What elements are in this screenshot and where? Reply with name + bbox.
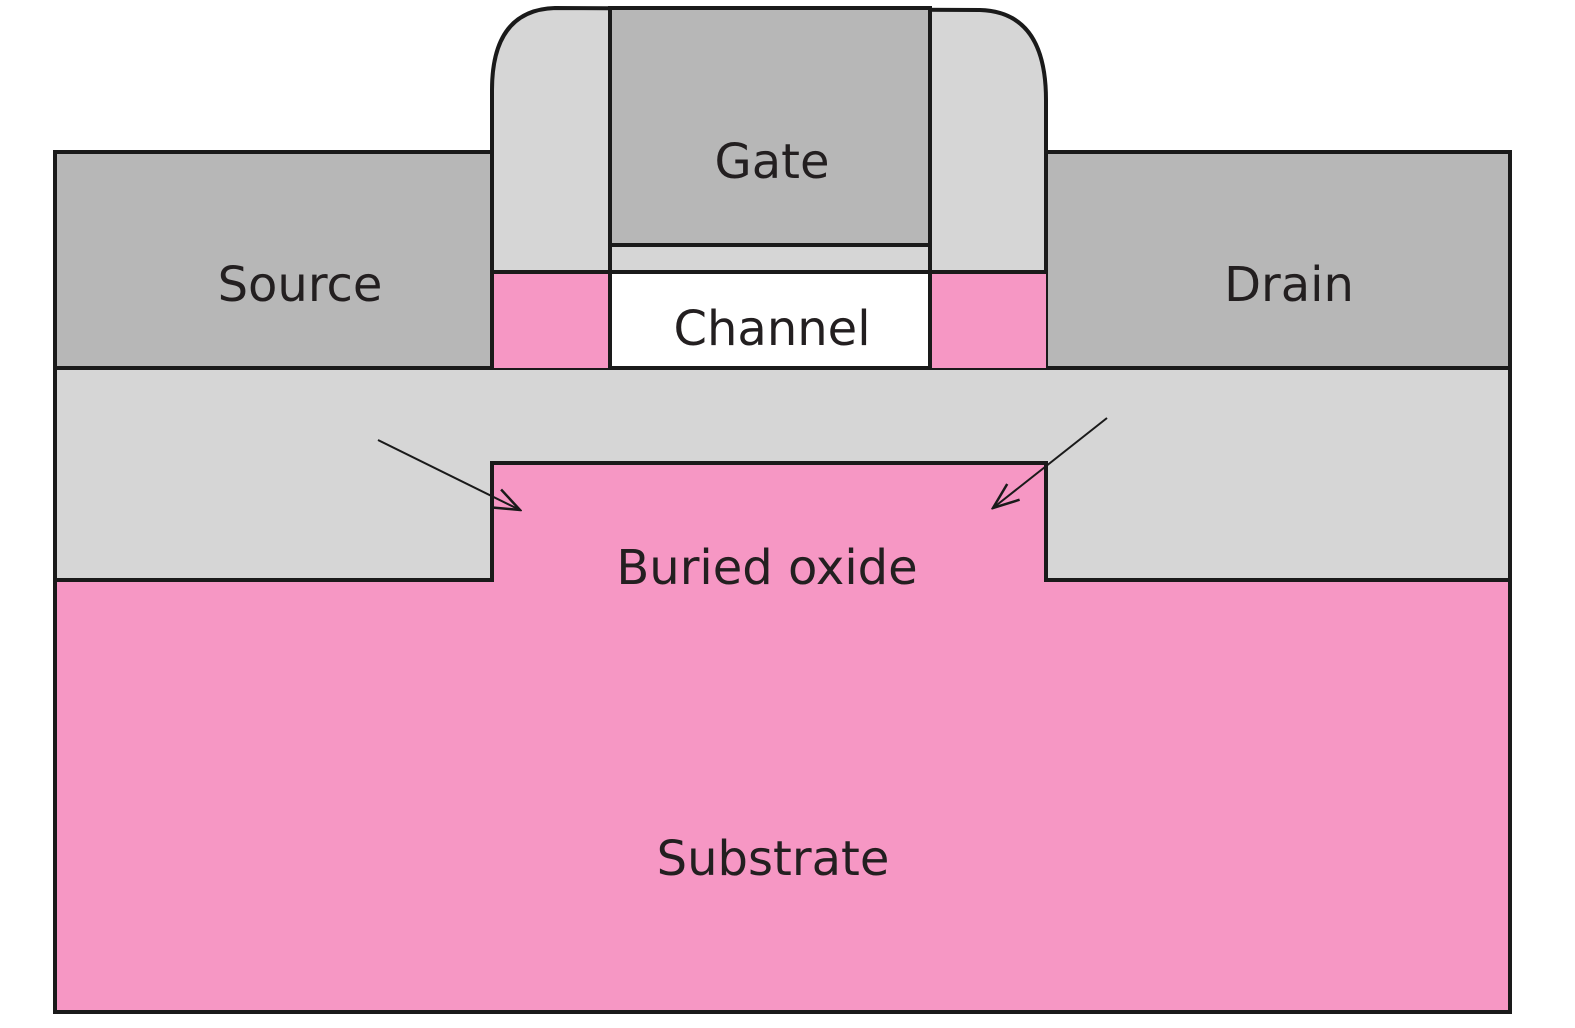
- drain-region: [1044, 150, 1512, 370]
- buried-oxide-label: Buried oxide: [616, 540, 917, 596]
- buried-oxide-step: [494, 465, 1044, 585]
- substrate-region: [53, 578, 1512, 1014]
- source-region: [53, 150, 494, 370]
- left-extension-region: [494, 272, 610, 368]
- channel-region: [608, 270, 932, 370]
- gate-label: Gate: [715, 134, 830, 190]
- right-extension-region: [930, 272, 1046, 368]
- gate-electrode: [608, 6, 932, 247]
- right-arrow: [993, 417, 1108, 508]
- channel-label: Channel: [673, 301, 870, 357]
- source-label: Source: [218, 257, 383, 313]
- gate-oxide: [608, 243, 932, 274]
- substrate-label: Substrate: [657, 831, 890, 887]
- left-arrow: [377, 439, 520, 510]
- drain-label: Drain: [1224, 257, 1354, 313]
